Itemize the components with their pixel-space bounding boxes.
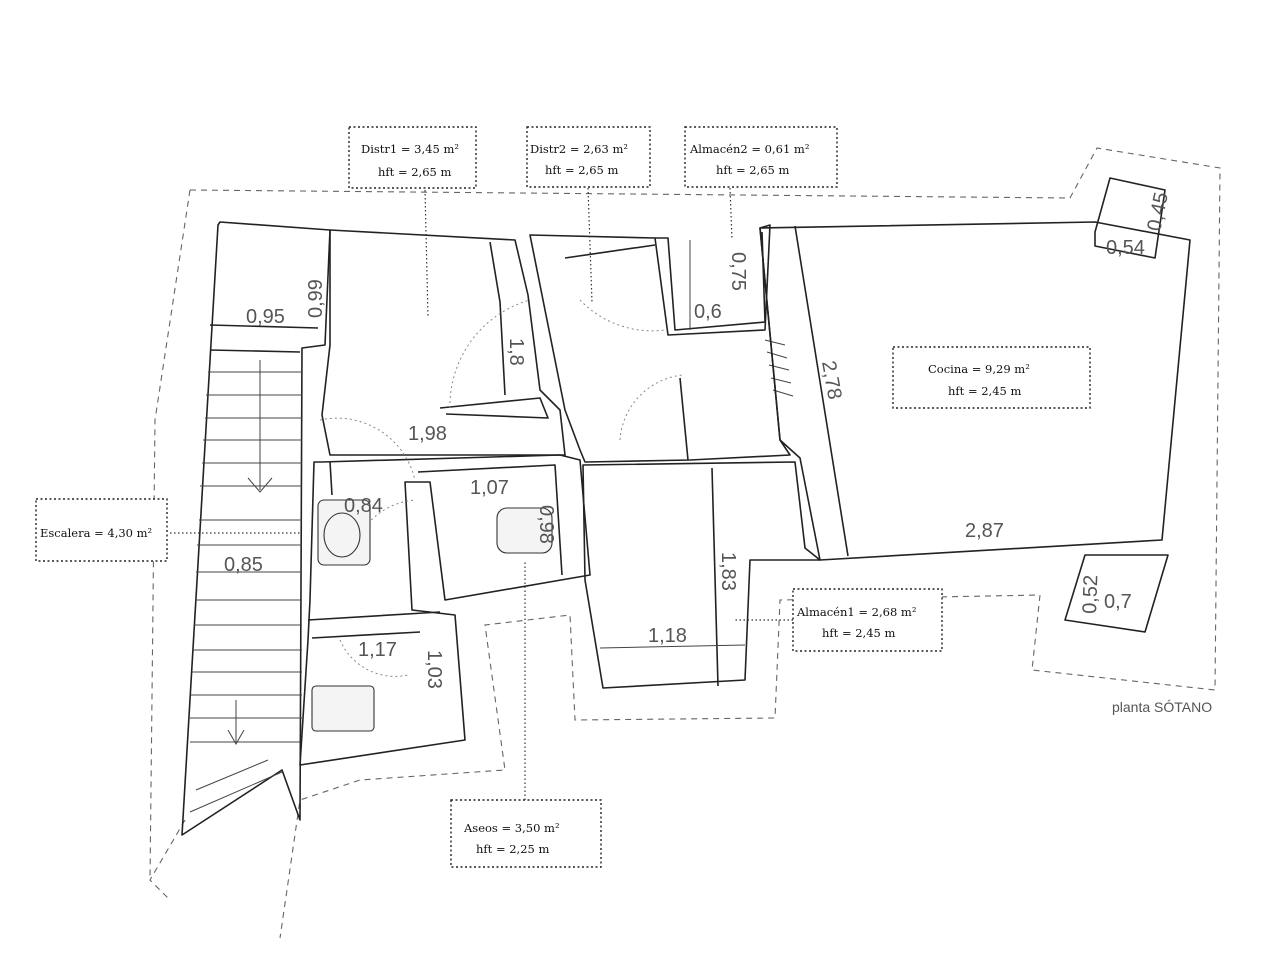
distr2-door-arc (579, 299, 684, 441)
stair-steps (189, 360, 302, 813)
svg-text:Distr1 = 3,45 m²: Distr1 = 3,45 m² (361, 142, 459, 156)
distr2-door-leaf (564, 244, 689, 461)
outer-boundary (149, 147, 1221, 939)
dimension-label: 0,52 (1079, 574, 1102, 614)
washbasin-bowl-icon (323, 512, 361, 558)
label-leaders (170, 187, 793, 800)
dimension-label: 0,7 (1104, 591, 1132, 613)
dimension-label: 0,98 (535, 505, 557, 544)
svg-text:hft = 2,45 m: hft = 2,45 m (948, 384, 1021, 398)
dimension-label: 0,99 (305, 279, 327, 318)
dimension-label: 1,98 (408, 423, 447, 445)
aseos-door-arcs (319, 417, 416, 677)
aseos-inner-walls (307, 461, 563, 639)
aseos-walls (299, 454, 591, 766)
cocina-walls (759, 221, 1191, 561)
distr1-walls (321, 229, 566, 456)
almacen1-walls (582, 461, 821, 689)
dimension-label: 1,03 (423, 650, 445, 689)
dimension-label: 0,95 (246, 306, 285, 328)
almacen1-shelf (599, 644, 746, 649)
outer-boundary-left (149, 189, 191, 881)
svg-text:hft = 2,45 m: hft = 2,45 m (822, 626, 895, 640)
distr1-door-arc (449, 299, 531, 409)
svg-text:Distr2 = 2,63 m²: Distr2 = 2,63 m² (530, 142, 628, 156)
cocina-corner-bottom (1064, 554, 1169, 633)
distr2-walls (529, 224, 791, 463)
svg-text:Escalera = 4,30 m²: Escalera = 4,30 m² (40, 526, 152, 540)
almacen1-inner-wall (711, 467, 719, 687)
almacen2-hatch (764, 339, 794, 397)
svg-text:Almacén2 = 0,61 m²: Almacén2 = 0,61 m² (689, 142, 809, 156)
dimension-label: 1,07 (470, 477, 509, 499)
svg-text:hft = 2,65 m: hft = 2,65 m (716, 163, 789, 177)
room-label-almacen2: Almacén2 = 0,61 m² hft = 2,65 m (684, 126, 838, 188)
dimension-label: 1,83 (717, 552, 739, 591)
svg-text:hft = 2,65 m: hft = 2,65 m (545, 163, 618, 177)
svg-text:hft = 2,25 m: hft = 2,25 m (476, 842, 549, 856)
svg-text:Aseos = 3,50 m²: Aseos = 3,50 m² (463, 821, 560, 835)
dimension-label: 0,45 (1143, 190, 1173, 233)
cocina-inner-wall (794, 225, 849, 557)
dimension-label: 0,85 (224, 554, 263, 576)
dimension-label: 0,6 (694, 301, 722, 323)
dimension-label: 0,54 (1106, 237, 1145, 259)
staircase-walls (181, 221, 331, 836)
room-label-distr2: Distr2 = 2,63 m² hft = 2,65 m (526, 126, 651, 188)
svg-text:hft = 2,65 m: hft = 2,65 m (378, 165, 451, 179)
svg-text:Almacén1 = 2,68 m²: Almacén1 = 2,68 m² (796, 605, 916, 619)
almacen2-walls (655, 231, 766, 331)
dimension-label: 0,84 (344, 495, 383, 517)
plan-title: planta SÓTANO (1112, 699, 1212, 715)
cocina-corner-top (1094, 177, 1166, 259)
dimension-label: 2,87 (965, 520, 1004, 542)
toilet-icon (496, 507, 553, 554)
room-label-escalera: Escalera = 4,30 m² (35, 498, 168, 562)
dimension-label: 1,17 (358, 639, 397, 661)
room-label-almacen1: Almacén1 = 2,68 m² hft = 2,45 m (792, 588, 943, 652)
staircase-inner-edge (209, 324, 319, 353)
room-label-cocina: Cocina = 9,29 m² hft = 2,45 m (892, 346, 1091, 409)
svg-text:Cocina = 9,29 m²: Cocina = 9,29 m² (928, 362, 1030, 376)
distr1-door-frame (439, 241, 549, 419)
room-label-distr1: Distr1 = 3,45 m² hft = 2,65 m (348, 126, 477, 189)
dimension-label: 0,75 (727, 252, 749, 291)
shower-tray-icon (311, 685, 375, 732)
dimension-label: 1,8 (505, 338, 527, 366)
dimension-label: 1,18 (648, 625, 687, 647)
room-label-aseos: Aseos = 3,50 m² hft = 2,25 m (450, 799, 602, 868)
